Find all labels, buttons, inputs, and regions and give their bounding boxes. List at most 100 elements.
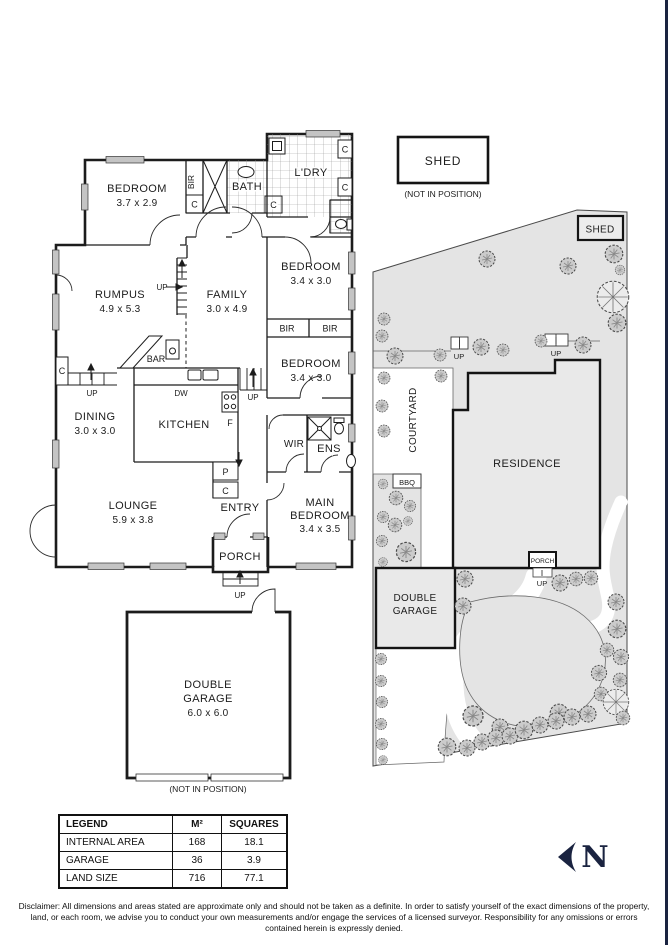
shrub-icon	[531, 716, 549, 734]
legend-cell: LAND SIZE	[58, 869, 173, 889]
kitchen-sink	[202, 369, 219, 381]
table-row: LAND SIZE 716 77.1	[58, 869, 288, 889]
room-label-bedroom-e1: BEDROOM	[281, 261, 341, 273]
shrub-icon	[456, 570, 474, 588]
legend-header: LEGEND	[58, 814, 173, 834]
up-label: UP	[156, 283, 167, 292]
room-label-ensuite: ENS	[317, 443, 341, 455]
room-label-main-bedroom-2: BEDROOM	[290, 510, 350, 522]
up-label: UP	[247, 393, 258, 402]
door-arcs	[29, 206, 339, 558]
shrub-icon	[607, 593, 625, 611]
shrub-icon	[377, 424, 391, 438]
site-bbq-box	[392, 473, 422, 489]
toilet-cistern	[333, 417, 345, 423]
garage-roller-door	[135, 773, 209, 782]
shed-label: SHED	[425, 154, 462, 168]
site-side-path	[583, 495, 628, 635]
legend-header-row: LEGEND M² SQUARES	[58, 814, 288, 834]
legend-cell: GARAGE	[58, 851, 173, 870]
shrub-icon	[599, 642, 615, 658]
shrub-icon	[375, 675, 387, 687]
hall-cupboard	[264, 195, 283, 214]
shrub-icon	[377, 312, 391, 326]
shrub-icon	[612, 648, 630, 666]
shrub-icon	[472, 338, 490, 356]
shrub-icon	[375, 399, 389, 413]
garage-outline	[125, 610, 292, 780]
shrub-icon	[377, 371, 391, 385]
shrub-icon	[579, 705, 597, 723]
site-porch-up-label: UP	[537, 579, 547, 588]
shower-drain	[317, 426, 322, 431]
shrub-icon	[568, 571, 584, 587]
site-garage-label-1: DOUBLE	[394, 593, 437, 604]
legend-header-squares: SQUARES	[221, 814, 288, 834]
room-label-garage-1: DOUBLE	[184, 679, 232, 691]
cupboard-box	[212, 481, 239, 499]
cupboard-box	[337, 139, 353, 159]
bar-counter	[118, 335, 164, 369]
legend-table: LEGEND M² SQUARES INTERNAL AREA 168 18.1…	[58, 814, 288, 889]
room-dims-lounge: 5.9 x 3.8	[112, 515, 153, 526]
disclaimer-text: Disclaimer: All dimensions and areas sta…	[18, 901, 650, 934]
legend-cell: 3.9	[221, 851, 288, 870]
room-label-porch: PORCH	[219, 551, 261, 563]
shrub-icon	[604, 244, 624, 264]
room-label-family: FAMILY	[207, 289, 248, 301]
floor-plan-labels: BEDROOM 3.7 x 2.9 BIR C BATH L'DRY C C C…	[59, 143, 351, 794]
room-label-main-bedroom-1: MAIN	[305, 497, 334, 509]
garage-not-in-position-label: (NOT IN POSITION)	[169, 784, 246, 794]
legend-cell: 168	[172, 833, 222, 852]
shrub-icon	[376, 738, 388, 750]
room-label-kitchen: KITCHEN	[158, 419, 209, 431]
site-garage-label-2: GARAGE	[393, 606, 438, 617]
up-label: UP	[86, 389, 97, 398]
site-residence-footprint	[451, 358, 602, 570]
shrub-icon	[559, 257, 577, 275]
porch-walls	[211, 537, 270, 567]
shrub-icon	[496, 343, 510, 357]
site-residence-label: RESIDENCE	[493, 458, 561, 470]
shrub-icon	[386, 347, 404, 365]
shrub-icon	[514, 720, 534, 740]
shed-not-in-position-label: (NOT IN POSITION)	[404, 189, 481, 199]
stove	[221, 391, 239, 413]
bar-sink	[169, 347, 176, 355]
bir-label: BIR	[186, 175, 196, 189]
room-label-bedroom-nw: BEDROOM	[107, 183, 167, 195]
table-row: GARAGE 36 3.9	[58, 851, 288, 870]
shrub-icon	[462, 705, 484, 727]
shrub-icon	[473, 733, 491, 751]
cupboard-label: C	[191, 200, 198, 210]
shrub-icon	[612, 672, 628, 688]
shrub-icon	[378, 557, 388, 567]
fixtures	[55, 137, 356, 499]
shrub-icon	[458, 739, 476, 757]
shrub-icon	[478, 250, 496, 268]
closet-hatch	[202, 159, 228, 214]
bar-label: BAR	[147, 354, 166, 364]
legend-cell: 36	[172, 851, 222, 870]
legend-header-m2: M²	[172, 814, 222, 834]
site-rear-up-label-1: UP	[454, 352, 464, 361]
cupboard-label: C	[342, 183, 349, 193]
shrub-icon	[563, 708, 581, 726]
shrub-icon	[387, 517, 403, 533]
site-courtyard-label: COURTYARD	[408, 387, 419, 452]
room-dims-bedroom-e1: 3.4 x 3.0	[290, 276, 331, 287]
legend-cell: INTERNAL AREA	[58, 833, 173, 852]
north-arrow-icon: N	[558, 840, 609, 875]
room-label-bath: BATH	[232, 181, 262, 193]
shrub-icon	[437, 737, 457, 757]
shrub-icon	[378, 755, 388, 765]
bar-appliance	[165, 339, 180, 360]
shrub-icon	[375, 718, 387, 730]
shrub-icon	[375, 329, 389, 343]
shrub-icon	[607, 619, 627, 639]
room-dims-rumpus: 4.9 x 5.3	[99, 304, 140, 315]
shrub-icon	[454, 597, 472, 615]
shrub-icon	[434, 369, 448, 383]
